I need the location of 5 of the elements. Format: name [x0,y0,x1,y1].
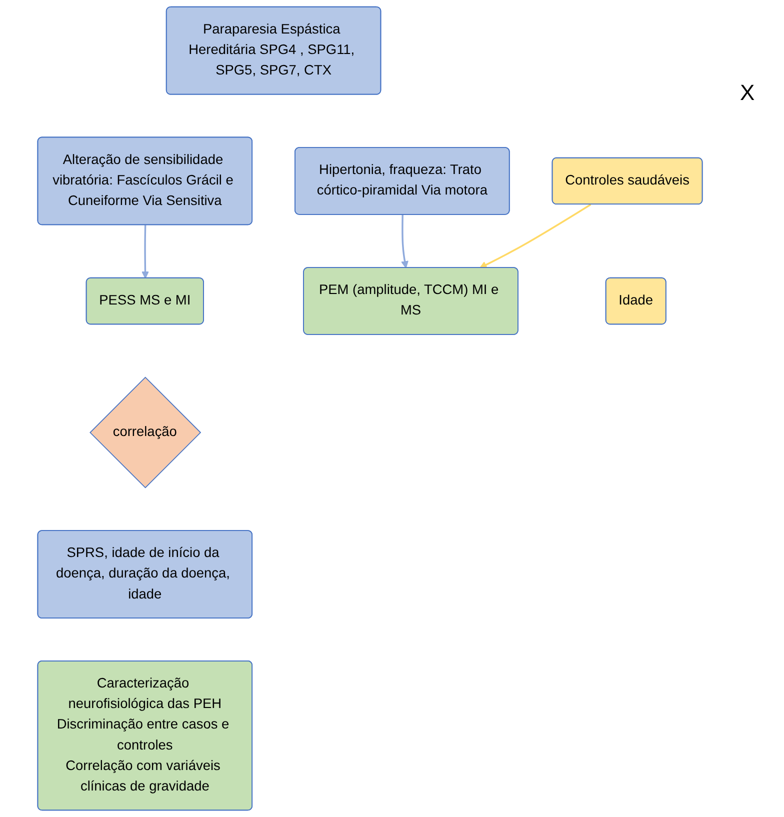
separator-label: X [740,80,755,106]
arrow [479,204,592,268]
arrow [401,214,408,268]
node-diamond: correlação [90,376,202,488]
arrow [141,225,150,279]
